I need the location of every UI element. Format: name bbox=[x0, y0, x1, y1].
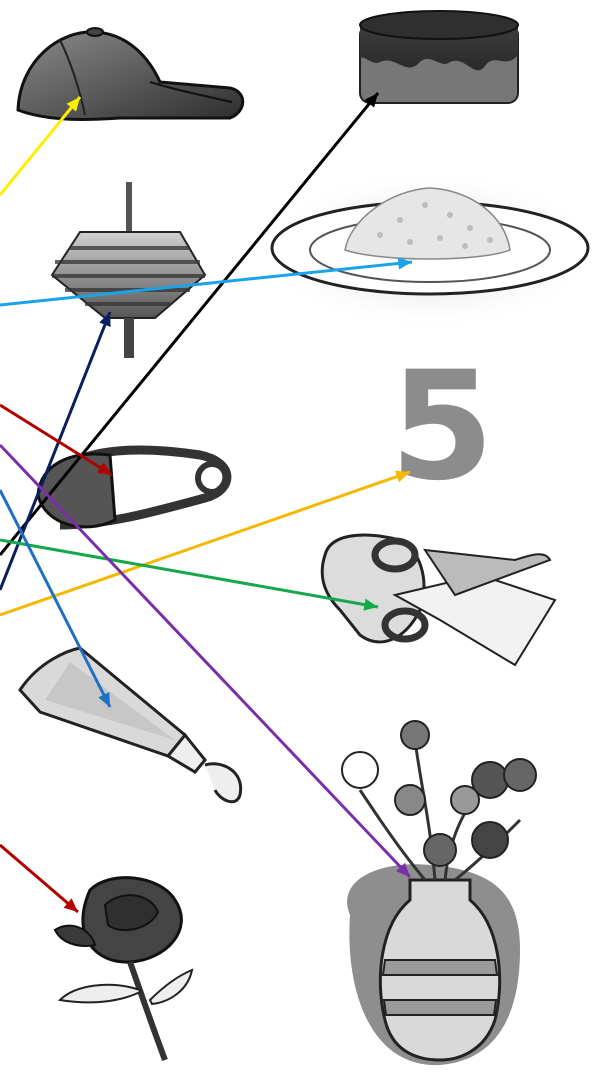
arrowhead-flower-vase bbox=[396, 862, 410, 877]
arrow-to-rose bbox=[0, 843, 79, 914]
arrow-to-plate-of-rice bbox=[0, 260, 413, 307]
plate-of-rice-picture bbox=[260, 170, 596, 330]
arrowhead-spinning-top bbox=[99, 312, 111, 327]
arrowhead-safety-pin bbox=[97, 462, 112, 475]
rose-picture bbox=[53, 876, 194, 1062]
arrowhead-number-five bbox=[395, 470, 410, 483]
number-five-label: 5 bbox=[390, 340, 494, 514]
arrowhead-hand-cutting-paper-with-scissors bbox=[363, 598, 378, 611]
matching-arrows bbox=[0, 92, 413, 914]
arrow-to-baseball-cap bbox=[0, 96, 82, 196]
arrow-to-flower-vase bbox=[0, 443, 412, 879]
number-five-picture: 5 bbox=[390, 340, 494, 514]
arrow-to-layered-cake bbox=[0, 92, 380, 556]
arrowhead-plate-of-rice bbox=[397, 257, 412, 270]
hand-cutting-paper-picture bbox=[320, 533, 557, 667]
arrowhead-baseball-cap bbox=[66, 97, 80, 112]
arrow-to-paint-tube bbox=[0, 489, 112, 708]
layered-cake-picture bbox=[359, 10, 519, 104]
paint-tube-picture bbox=[18, 646, 243, 804]
flower-vase-picture bbox=[341, 720, 537, 1066]
arrow-to-number-five bbox=[0, 470, 411, 617]
arrowhead-layered-cake bbox=[364, 93, 378, 108]
baseball-cap-picture bbox=[16, 27, 245, 122]
arrow-to-hand-cutting-paper-with-scissors bbox=[0, 538, 379, 609]
arrow-to-safety-pin bbox=[0, 403, 113, 477]
arrowhead-paint-tube bbox=[98, 692, 110, 707]
arrowhead-rose bbox=[63, 898, 78, 912]
